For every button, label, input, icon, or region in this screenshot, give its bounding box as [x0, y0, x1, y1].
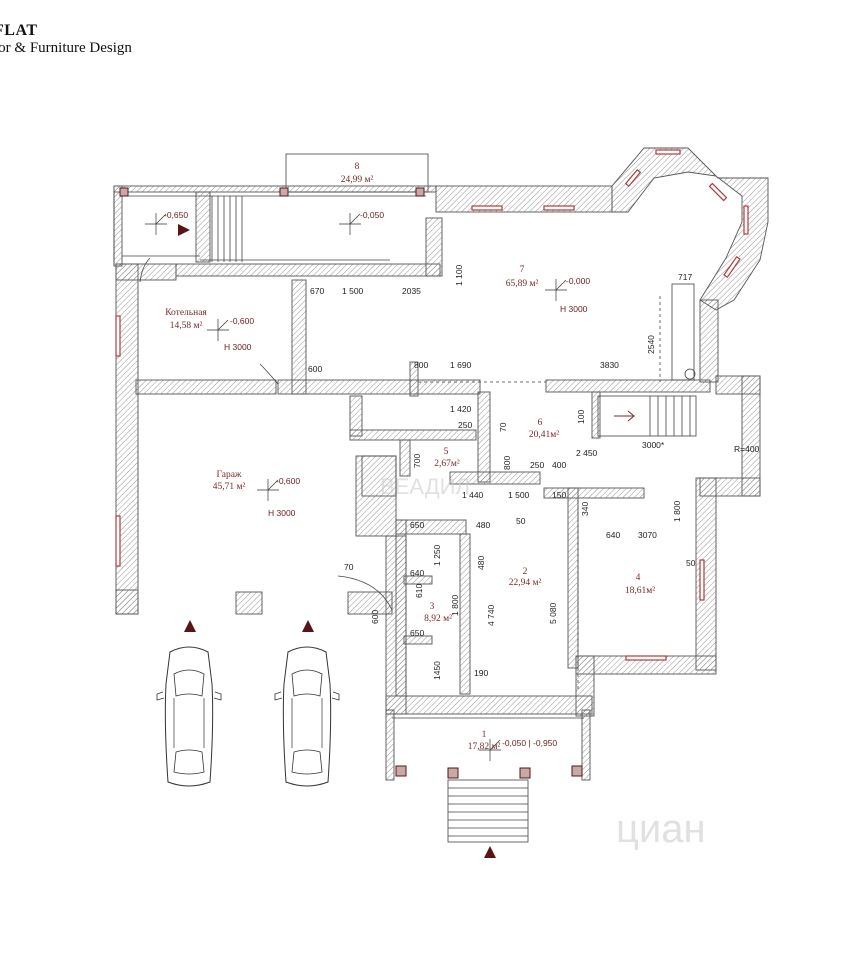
- room-6-number: 6: [538, 418, 543, 428]
- room-4-area: 18,61м²: [625, 586, 655, 596]
- dim-640b: 640: [410, 568, 424, 578]
- dim-190: 190: [474, 668, 488, 678]
- entrance-arrow-icon: [178, 224, 190, 236]
- dim-2540: 2540: [646, 335, 656, 354]
- dimensions: 670 1 500 2035 1 100 717 2540 600 800 1 …: [308, 264, 760, 680]
- dim-480b: 480: [476, 556, 486, 570]
- entrance-arrows: [178, 224, 496, 858]
- dim-4740: 4 740: [486, 604, 496, 626]
- dim-1800b: 1 800: [450, 594, 460, 616]
- dim-3000-star: 3000*: [642, 440, 665, 450]
- dim-480: 480: [476, 520, 490, 530]
- stair-arrow-icon: [614, 410, 635, 422]
- boiler-room-name: Котельная: [165, 308, 207, 318]
- watermark-center: ВЕАДИЛ: [380, 474, 470, 499]
- entrance-arrow-icon: [302, 620, 314, 632]
- dim-150: 150: [552, 490, 566, 500]
- dim-1420: 1 420: [450, 404, 472, 414]
- level-mark-icon: [338, 212, 362, 236]
- car-icon: [274, 646, 340, 787]
- entrance-arrow-icon: [184, 620, 196, 632]
- garage-height: H 3000: [268, 508, 296, 518]
- dim-400: 400: [552, 460, 566, 470]
- brand-title: FLAT: [0, 22, 38, 39]
- room-3-number: 3: [430, 602, 435, 612]
- dim-2450: 2 450: [576, 448, 598, 458]
- room-1-area: 17,82 м²: [468, 742, 501, 752]
- dim-3070: 3070: [638, 530, 657, 540]
- dim-800: 800: [414, 360, 428, 370]
- garage-name: Гараж: [216, 470, 241, 480]
- thin-lines: [113, 153, 697, 843]
- dim-50b: 50: [686, 558, 696, 568]
- room-3-area: 8,92 м²: [424, 614, 452, 624]
- windows: [115, 149, 749, 661]
- dim-250b: 250: [530, 460, 544, 470]
- dim-800b: 800: [502, 456, 512, 470]
- dim-70: 70: [498, 422, 508, 432]
- dim-1800: 1 800: [672, 500, 682, 522]
- dim-1100: 1 100: [454, 264, 464, 286]
- brand-subtitle: ior & Furniture Design: [0, 40, 132, 57]
- dim-1500b: 1 500: [508, 490, 530, 500]
- room-7-height: H 3000: [560, 304, 588, 314]
- left-stairs: [211, 196, 243, 262]
- dim-5080: 5 080: [548, 602, 558, 624]
- dim-610: 610: [414, 584, 424, 598]
- dim-50: 50: [516, 516, 526, 526]
- dim-1450: 1450: [432, 661, 442, 680]
- room-2-number: 2: [523, 567, 528, 577]
- dim-650b: 650: [410, 628, 424, 638]
- room-7-area: 65,89 м²: [506, 279, 539, 289]
- dim-1500: 1 500: [342, 286, 364, 296]
- entrance-arrow-icon: [484, 846, 496, 858]
- level-values: -0,650 -0,050 -0,000 H 3000 -0,600 H 300…: [164, 210, 590, 748]
- dim-700: 700: [412, 454, 422, 468]
- room-7-number: 7: [520, 265, 525, 275]
- car-icon: [156, 646, 222, 787]
- dim-1690: 1 690: [450, 360, 472, 370]
- room-7-level: -0,000: [566, 276, 590, 286]
- dim-3830: 3830: [600, 360, 619, 370]
- dim-600b: 600: [370, 610, 380, 624]
- dim-1250: 1 250: [432, 544, 442, 566]
- dim-70b: 70: [344, 562, 354, 572]
- room-5-area: 2,67м²: [434, 459, 460, 469]
- dim-640: 640: [606, 530, 620, 540]
- room-5-number: 5: [444, 447, 449, 457]
- room-labels: 8 24,99 м² 7 65,89 м² Котельная 14,58 м²…: [165, 162, 655, 752]
- boiler-level: -0,600: [230, 316, 254, 326]
- dim-717: 717: [678, 272, 692, 282]
- dim-600: 600: [308, 364, 322, 374]
- columns: [119, 187, 583, 779]
- dim-340: 340: [580, 502, 590, 516]
- dim-670: 670: [310, 286, 324, 296]
- garage-level: -0,600: [276, 476, 300, 486]
- brand-header: FLAT ior & Furniture Design: [0, 22, 132, 58]
- dim-100: 100: [576, 410, 586, 424]
- dim-2035: 2035: [402, 286, 421, 296]
- room-6-area: 20,41м²: [529, 430, 559, 440]
- porch-left-level: -0,650: [164, 210, 188, 220]
- dim-1440: 1 440: [462, 490, 484, 500]
- room-2-area: 22,94 м²: [509, 578, 542, 588]
- room-4-number: 4: [636, 573, 641, 583]
- room-8-number: 8: [355, 162, 360, 172]
- level-mark-icon: [206, 318, 230, 342]
- room-1-level: -0,050 | -0,950: [502, 738, 557, 748]
- room-8-level: -0,050: [360, 210, 384, 220]
- level-mark-icon: [544, 278, 568, 302]
- garage-area: 45,71 м²: [213, 482, 246, 492]
- room-1-number: 1: [482, 730, 487, 740]
- room-8-area: 24,99 м²: [341, 175, 374, 185]
- dim-250: 250: [458, 420, 472, 430]
- dim-650: 650: [410, 520, 424, 530]
- watermark-corner: циан: [616, 807, 706, 851]
- boiler-room-area: 14,58 м²: [170, 321, 203, 331]
- boiler-height: H 3000: [224, 342, 252, 352]
- dim-r400: R=400: [734, 444, 760, 454]
